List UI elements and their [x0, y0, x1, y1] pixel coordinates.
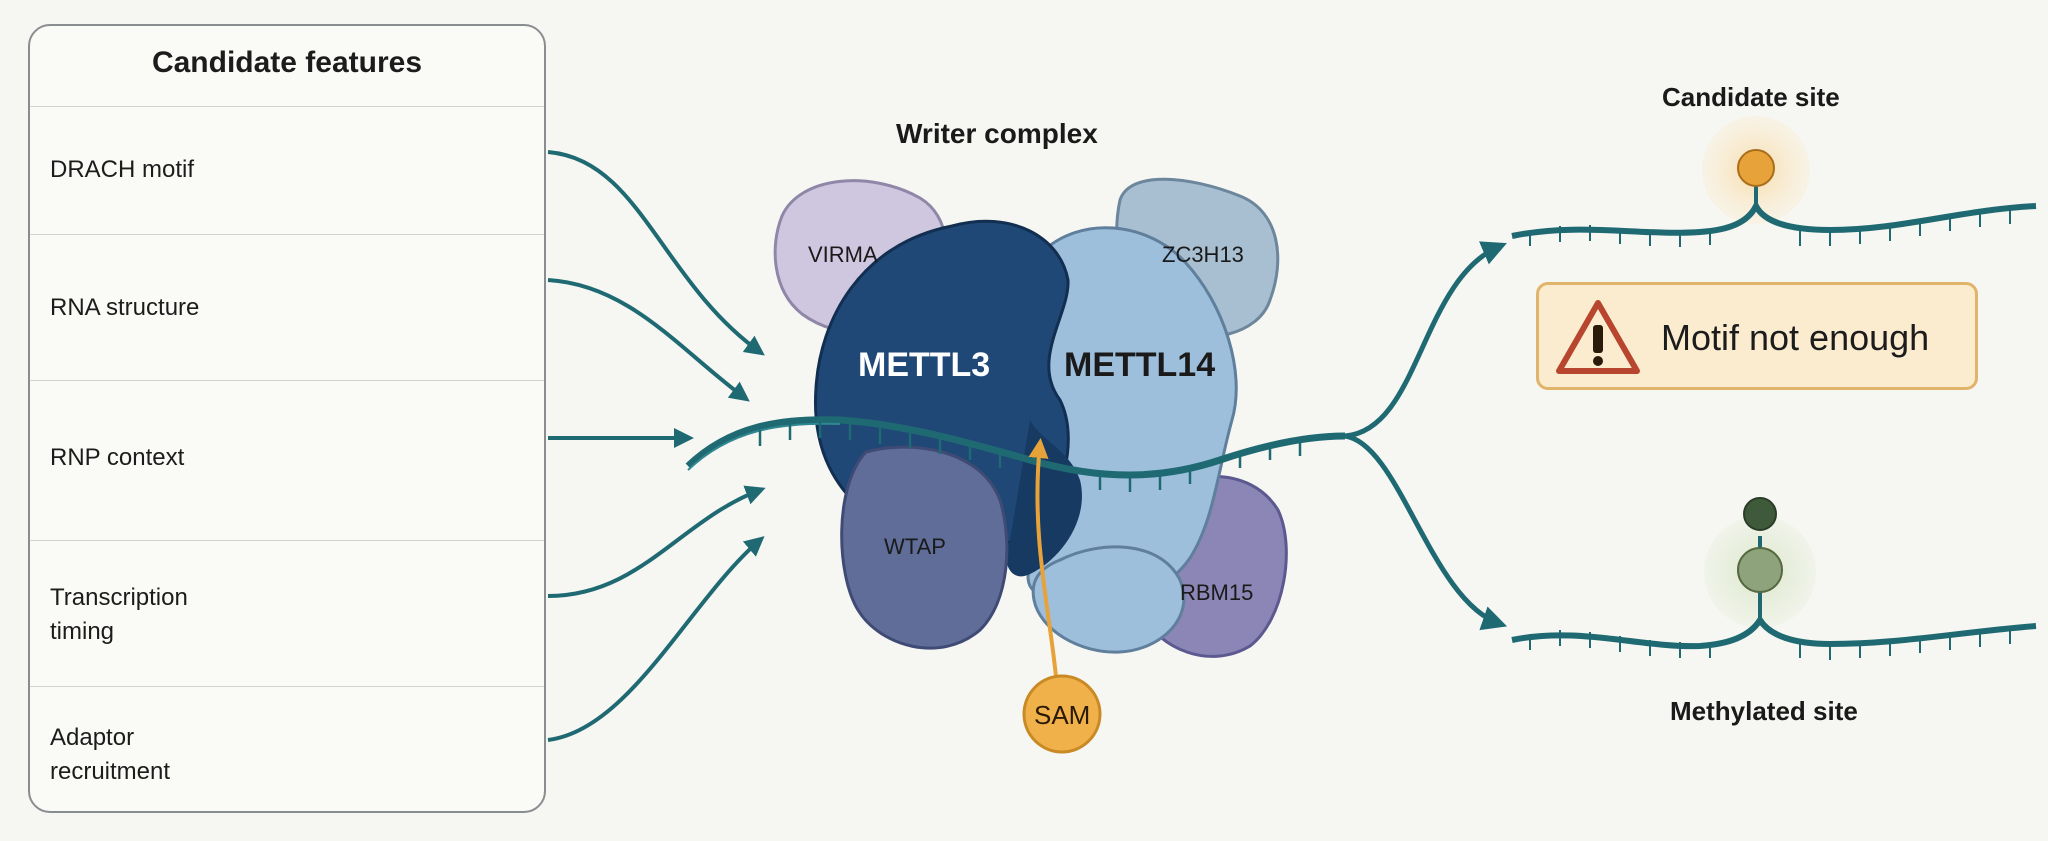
label-mettl3: METTL3 [858, 346, 991, 384]
writer-complex [773, 177, 1288, 658]
feature-row-rnp: RNP context [30, 380, 544, 541]
sam-arrow [1028, 438, 1059, 689]
label-zc3h13: ZC3H13 [1162, 242, 1244, 267]
label-virma: VIRMA [808, 242, 878, 267]
methylated-site-rna [1511, 497, 2037, 660]
warning-callout: Motif not enough [1536, 282, 1978, 390]
feature-row-adaptor: Adaptor recruitment [30, 686, 544, 814]
label-mettl14: METTL14 [1064, 346, 1216, 384]
feature-label-transcription: Transcription timing [50, 584, 188, 645]
feature-row-drach: DRACH motif [30, 106, 544, 235]
output-arrows [1344, 241, 1508, 631]
warning-icon [1556, 300, 1640, 374]
warning-text: Motif not enough [1661, 317, 1930, 358]
writer-complex-title: Writer complex [896, 118, 1098, 149]
rna-strand-center [685, 416, 1346, 492]
panel-title: Candidate features [151, 46, 423, 79]
mettl14-lower-lobe [1031, 545, 1186, 654]
label-sam: SAM [1034, 700, 1091, 730]
label-wtap: WTAP [884, 534, 946, 559]
label-rbm15: RBM15 [1180, 580, 1254, 605]
feature-row-structure: RNA structure [30, 234, 544, 381]
sam-circle [1022, 674, 1102, 754]
feature-label-drach: DRACH motif [50, 156, 195, 183]
candidate-features-panel: Candidate features DRACH motif RNA struc… [28, 24, 546, 813]
feature-label-rnp: RNP context [50, 444, 185, 471]
wtap-subunit [840, 445, 1009, 650]
input-arrows [547, 150, 766, 742]
candidate-site-label: Candidate site [1662, 82, 1840, 112]
feature-label-structure: RNA structure [50, 294, 200, 321]
methylated-site-label: Methylated site [1670, 696, 1858, 726]
feature-label-adaptor: Adaptor recruitment [50, 724, 171, 785]
feature-row-transcription: Transcription timing [30, 540, 544, 687]
candidate-site-rna [1511, 116, 2037, 247]
